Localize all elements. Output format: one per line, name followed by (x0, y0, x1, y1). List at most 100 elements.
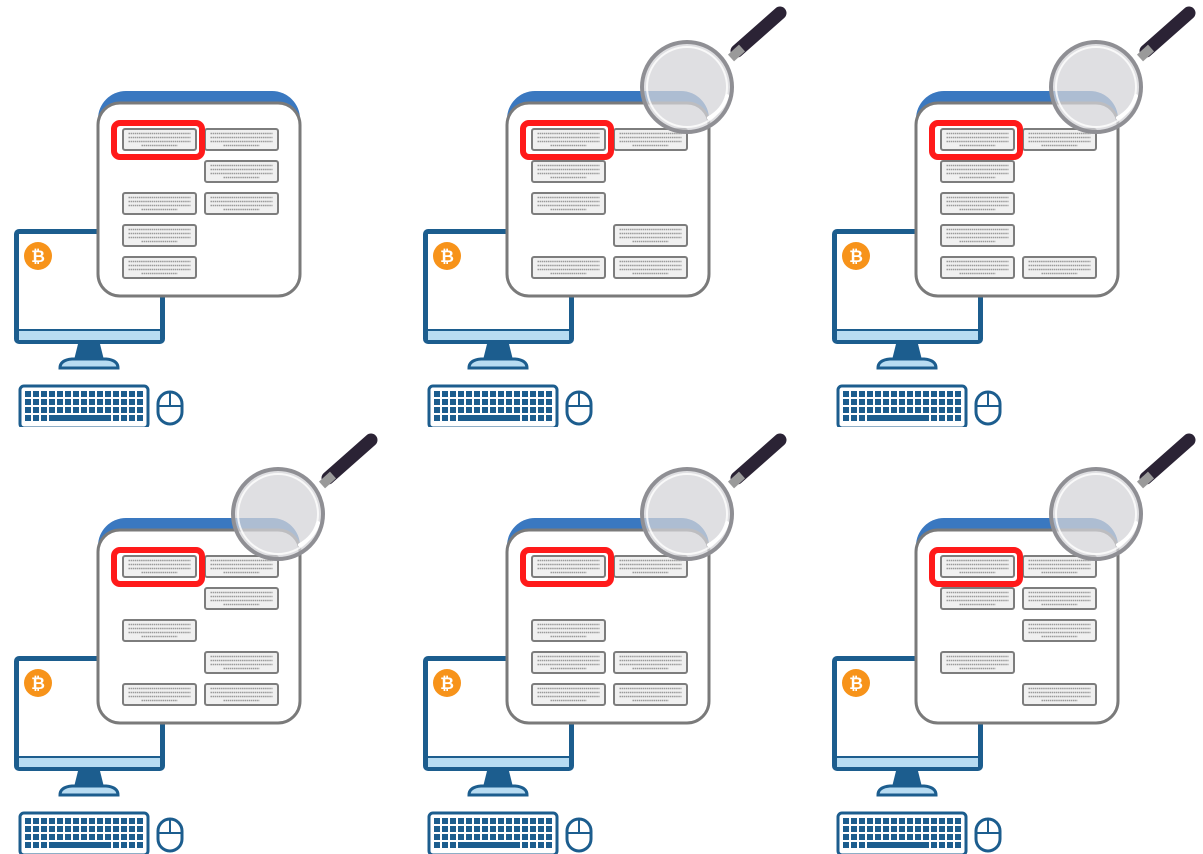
keyboard-key (121, 818, 127, 824)
transaction-record (941, 161, 1014, 182)
keyboard-key (434, 391, 440, 397)
keyboard-key (915, 391, 921, 397)
keyboard-key (474, 818, 480, 824)
keyboard-key (546, 391, 552, 397)
keyboard-key (25, 391, 31, 397)
keyboard-key (137, 407, 143, 413)
keyboard-key (137, 842, 143, 848)
keyboard-key (442, 399, 448, 405)
keyboard-key (89, 826, 95, 832)
keyboard-key (859, 818, 865, 824)
keyboard-key (482, 399, 488, 405)
monitor-stand (60, 359, 118, 368)
keyboard-key (843, 842, 849, 848)
keyboard-key (73, 818, 79, 824)
keyboard-key (113, 834, 119, 840)
keyboard-key (522, 818, 528, 824)
record-box (123, 225, 196, 246)
magnifier-lens (642, 469, 732, 559)
bitcoin-icon: ₿ (842, 242, 870, 270)
keyboard-key (883, 399, 889, 405)
keyboard-key (530, 407, 536, 413)
keyboard-key (81, 834, 87, 840)
keyboard-key (41, 399, 47, 405)
keyboard-key (899, 826, 905, 832)
transaction-record (614, 652, 687, 673)
keyboard-key (65, 818, 71, 824)
bitcoin-icon: ₿ (433, 669, 461, 697)
keyboard-key (105, 834, 111, 840)
transaction-record (532, 620, 605, 641)
magnifier-handle (737, 13, 780, 51)
keyboard-key (113, 407, 119, 413)
record-box (1023, 588, 1096, 609)
keyboard-key (474, 407, 480, 413)
keyboard-key (899, 399, 905, 405)
bitcoin-icon: ₿ (433, 242, 461, 270)
keyboard-key (129, 826, 135, 832)
keyboard-key (522, 834, 528, 840)
magnifier-icon (642, 13, 780, 132)
keyboard-key (434, 818, 440, 824)
keyboard-key (939, 818, 945, 824)
monitor-bottom-bar (837, 758, 978, 767)
keyboard-key (522, 842, 528, 848)
keyboard-key (490, 407, 496, 413)
keyboard-key (105, 818, 111, 824)
record-box (532, 161, 605, 182)
keyboard-key (450, 842, 456, 848)
transaction-record (205, 129, 278, 150)
keyboard-key (939, 826, 945, 832)
magnifier-icon (1051, 440, 1189, 559)
explorer-panel: ₿ (409, 0, 810, 427)
keyboard-key (450, 818, 456, 824)
keyboard-key (33, 826, 39, 832)
keyboard-key (105, 407, 111, 413)
keyboard-key (25, 834, 31, 840)
keyboard-key (867, 391, 873, 397)
keyboard-key (41, 415, 47, 421)
keyboard-key (514, 834, 520, 840)
svg-text:₿: ₿ (849, 247, 863, 267)
keyboard-key (25, 818, 31, 824)
keyboard-key (883, 391, 889, 397)
keyboard-key (33, 407, 39, 413)
keyboard-key (442, 842, 448, 848)
keyboard-key (538, 818, 544, 824)
keyboard-key (907, 407, 913, 413)
keyboard-key (458, 407, 464, 413)
keyboard-key (466, 826, 472, 832)
keyboard-key (113, 391, 119, 397)
keyboard-key (546, 842, 552, 848)
keyboard-key (57, 818, 63, 824)
transaction-record (205, 652, 278, 673)
keyboard-spacebar (867, 842, 929, 848)
keyboard-key (891, 818, 897, 824)
keyboard-spacebar (49, 842, 111, 848)
transaction-record (205, 193, 278, 214)
transaction-record (941, 129, 1014, 150)
keyboard-key (506, 834, 512, 840)
keyboard-key (955, 842, 961, 848)
keyboard-key (530, 818, 536, 824)
keyboard-key (49, 391, 55, 397)
keyboard-key (875, 399, 881, 405)
keyboard-key (851, 826, 857, 832)
record-box (123, 257, 196, 278)
bitcoin-icon: ₿ (24, 242, 52, 270)
keyboard-key (931, 399, 937, 405)
keyboard-key (859, 399, 865, 405)
keyboard-key (129, 834, 135, 840)
keyboard-key (506, 399, 512, 405)
keyboard-key (474, 399, 480, 405)
keyboard-key (875, 818, 881, 824)
keyboard-key (851, 399, 857, 405)
transaction-record (941, 257, 1014, 278)
keyboard-key (113, 826, 119, 832)
transaction-record (1023, 588, 1096, 609)
keyboard-key (466, 407, 472, 413)
keyboard-key (490, 826, 496, 832)
record-box (532, 193, 605, 214)
keyboard-key (89, 834, 95, 840)
transaction-record (205, 161, 278, 182)
